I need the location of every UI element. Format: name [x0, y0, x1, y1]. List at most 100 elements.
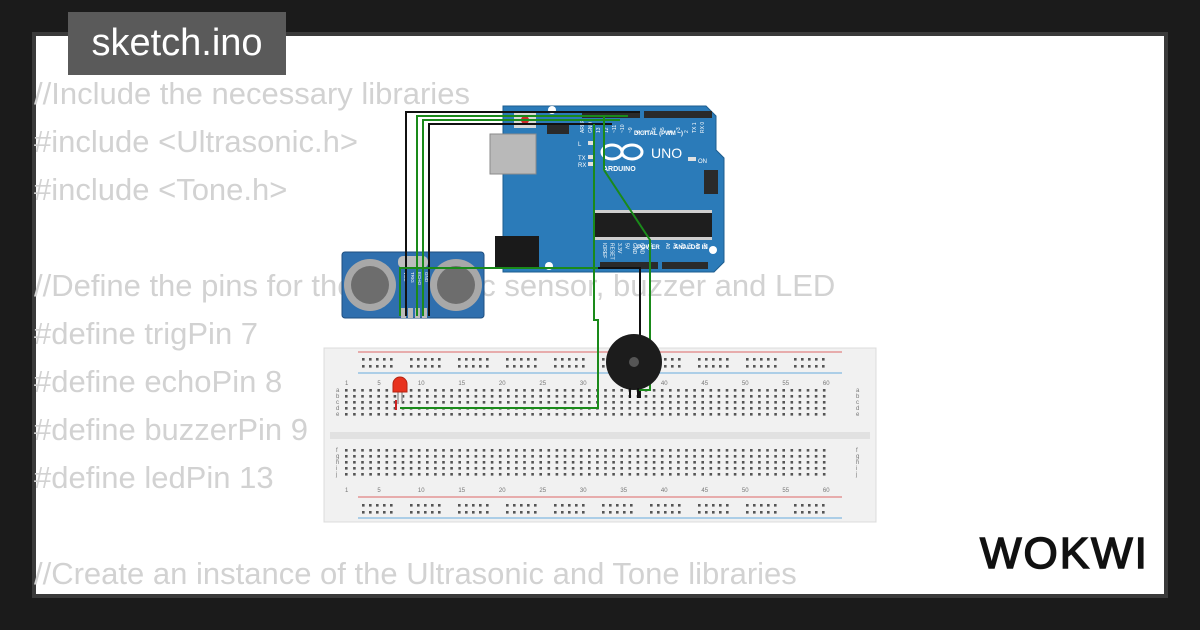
breadboard-hole	[515, 413, 518, 416]
rail-hole	[486, 358, 489, 361]
breadboard-hole	[588, 455, 591, 458]
breadboard-hole	[814, 407, 818, 410]
breadboard-hole	[636, 467, 640, 470]
breadboard-hole	[539, 389, 542, 392]
breadboard-hole	[393, 455, 397, 458]
breadboard-hole	[628, 413, 632, 416]
wire-led	[400, 124, 599, 409]
breadboard-hole	[693, 401, 696, 404]
breadboard-hole	[620, 413, 623, 416]
top-pin-label: RX 0	[700, 122, 706, 133]
piezo-buzzer[interactable]	[606, 334, 662, 398]
breadboard-hole	[531, 395, 534, 398]
breadboard-hole	[701, 467, 704, 470]
row-letter: h	[856, 460, 859, 466]
rail-hole	[424, 365, 427, 368]
breadboard-hole	[353, 473, 356, 476]
breadboard-hole	[482, 395, 486, 398]
file-tab-sketch[interactable]: sketch.ino	[68, 12, 286, 75]
breadboard-hole	[604, 473, 607, 476]
breadboard-hole	[660, 389, 664, 392]
breadboard-hole	[579, 413, 583, 416]
breadboard-hole	[547, 395, 551, 398]
rail-hole	[808, 365, 811, 368]
column-number: 50	[742, 381, 749, 387]
breadboard-hole	[636, 473, 640, 476]
rail-hole	[794, 511, 797, 514]
power-jack	[495, 236, 539, 268]
rail-hole	[719, 365, 722, 368]
rail-hole	[554, 358, 557, 361]
rail-hole	[479, 504, 482, 507]
sensor-pin-label: GND	[424, 272, 429, 283]
breadboard-hole	[774, 413, 777, 416]
breadboard-hole	[417, 461, 421, 464]
bottom-pin-label: 5V	[624, 243, 630, 250]
rail-hole	[575, 365, 578, 368]
column-number: 1	[345, 381, 349, 387]
breadboard-hole	[798, 449, 802, 452]
breadboard-hole	[693, 407, 696, 410]
rail-hole	[417, 365, 420, 368]
breadboard-hole	[612, 461, 615, 464]
column-number: 15	[458, 381, 465, 387]
bottom-pin-label: 3.3V	[616, 243, 622, 254]
rail-hole	[801, 358, 804, 361]
breadboard-hole	[474, 455, 478, 458]
breadboard-hole	[369, 473, 372, 476]
column-number: 60	[823, 381, 830, 387]
breadboard-hole	[515, 389, 518, 392]
breadboard-hole	[531, 413, 534, 416]
breadboard-hole	[774, 455, 777, 458]
breadboard-hole	[644, 461, 648, 464]
breadboard-hole	[426, 467, 429, 470]
top-pin-label: 7	[644, 130, 650, 133]
rail-hole	[582, 511, 585, 514]
column-number: 40	[661, 381, 668, 387]
red-led[interactable]	[392, 376, 408, 404]
breadboard-hole	[798, 467, 802, 470]
breadboard-hole	[434, 413, 437, 416]
breadboard-hole	[401, 401, 405, 404]
bottom-pin-label: GND	[639, 243, 645, 255]
breadboard-hole	[555, 473, 559, 476]
rail-hole	[506, 504, 509, 507]
breadboard-hole	[604, 407, 607, 410]
breadboard-hole	[733, 407, 737, 410]
rail-hole	[362, 511, 365, 514]
breadboard-hole	[401, 455, 405, 458]
breadboard-hole	[814, 389, 818, 392]
breadboard-hole	[466, 413, 470, 416]
breadboard-hole	[758, 461, 761, 464]
rail-hole	[746, 365, 749, 368]
column-number: 45	[701, 488, 708, 494]
breadboard-hole	[604, 389, 607, 392]
breadboard-hole	[547, 413, 551, 416]
breadboard-hole	[741, 455, 745, 458]
breadboard-hole	[798, 413, 802, 416]
row-letter: e	[856, 412, 860, 418]
column-number: 15	[458, 488, 465, 494]
arduino-uno-board[interactable]: UNO ARDUINO DIGITAL (PWM ~) POWER ANALOG…	[489, 105, 725, 273]
rail-hole	[410, 358, 413, 361]
rail-hole	[465, 504, 468, 507]
breadboard-hole	[563, 467, 567, 470]
row-letter: e	[336, 412, 340, 418]
breadboard-hole	[523, 467, 526, 470]
breadboard-hole	[547, 461, 551, 464]
breadboard-hole	[450, 455, 453, 458]
breadboard-hole	[677, 461, 680, 464]
bottom-pin-label: A2	[679, 243, 685, 249]
breadboard-hole	[652, 401, 656, 404]
breadboard-hole	[555, 413, 559, 416]
rail-hole	[513, 358, 516, 361]
breadboard-hole	[644, 449, 648, 452]
breadboard-hole	[677, 395, 680, 398]
breadboard-hole	[798, 455, 802, 458]
bottom-pin-label: A0	[664, 243, 670, 249]
rail-hole	[390, 504, 393, 507]
column-number: 25	[539, 381, 546, 387]
breadboard-hole	[782, 389, 785, 392]
breadboard-hole	[620, 461, 623, 464]
